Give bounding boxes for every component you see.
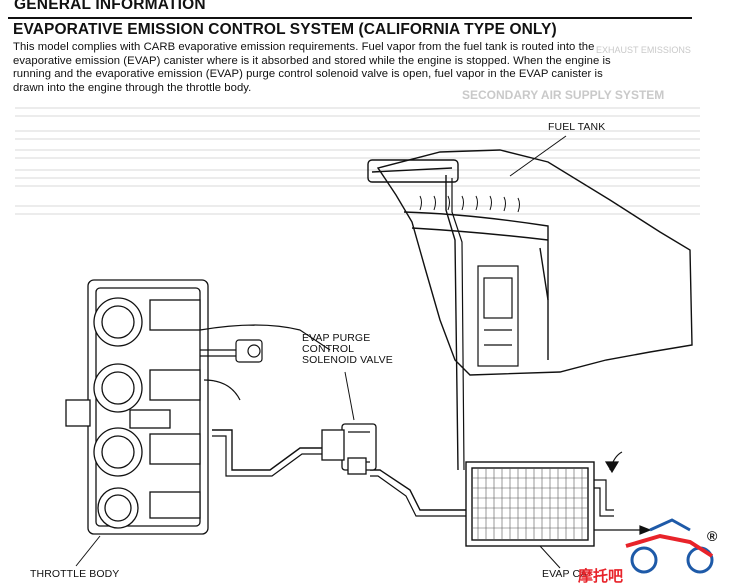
evap-canister-leader bbox=[539, 545, 561, 569]
throttle-linkage bbox=[199, 324, 331, 401]
fuel-pump bbox=[477, 265, 519, 367]
fuel-tank-leader bbox=[509, 135, 567, 177]
body-line: This model complies with CARB evaporativ… bbox=[13, 41, 595, 53]
evap-canister-label: EVAP CA bbox=[542, 568, 588, 580]
watermark-text: 摩托吧 bbox=[578, 567, 624, 585]
fuel-vapor-arrows bbox=[419, 195, 520, 213]
throttle-body-label: THROTTLE BODY bbox=[30, 568, 120, 580]
purge-valve-label-line3: SOLENOID VALVE bbox=[302, 354, 393, 366]
body-paragraph: This model complies with CARB evaporativ… bbox=[13, 41, 695, 95]
bleed-through bbox=[15, 107, 700, 215]
canister-air-inlet bbox=[594, 451, 652, 535]
vent-hose-inner bbox=[451, 178, 465, 471]
purge-valve-label-line2: CONTROL bbox=[302, 343, 355, 355]
watermark-logo bbox=[625, 518, 714, 574]
vacuum-hose bbox=[212, 429, 322, 471]
body-line: drawn into the engine through the thrott… bbox=[13, 81, 252, 94]
ghost-heading-exhaust: EXHAUST EMISSIONS bbox=[596, 45, 691, 55]
fuel-tank-label: FUEL TANK bbox=[548, 121, 606, 133]
purge-valve-label-line1: EVAP PURGE bbox=[302, 332, 371, 344]
body-line: evaporative emission (EVAP) canister whe… bbox=[13, 54, 611, 67]
section-title: GENERAL INFORMATION bbox=[14, 0, 206, 13]
section-header: GENERAL INFORMATION bbox=[8, 0, 692, 19]
purge-solenoid-valve bbox=[321, 423, 377, 475]
vacuum-hose-inner bbox=[212, 435, 322, 477]
solenoid-leader bbox=[344, 371, 355, 421]
purge-hose-inner bbox=[370, 475, 466, 517]
registered-mark: ® bbox=[707, 528, 718, 544]
throttle-body-leader bbox=[75, 535, 101, 567]
purge-hose bbox=[370, 469, 466, 511]
fuel-tank bbox=[367, 149, 693, 376]
vent-hose bbox=[445, 175, 459, 471]
evap-canister bbox=[465, 461, 595, 547]
ghost-heading-secondary: SECONDARY AIR SUPPLY SYSTEM bbox=[462, 88, 665, 102]
body-line: running and the evaporative emission (EV… bbox=[13, 68, 603, 81]
throttle-body bbox=[65, 279, 209, 535]
page-title: EVAPORATIVE EMISSION CONTROL SYSTEM (CAL… bbox=[13, 21, 557, 38]
canister-mesh bbox=[472, 468, 588, 540]
